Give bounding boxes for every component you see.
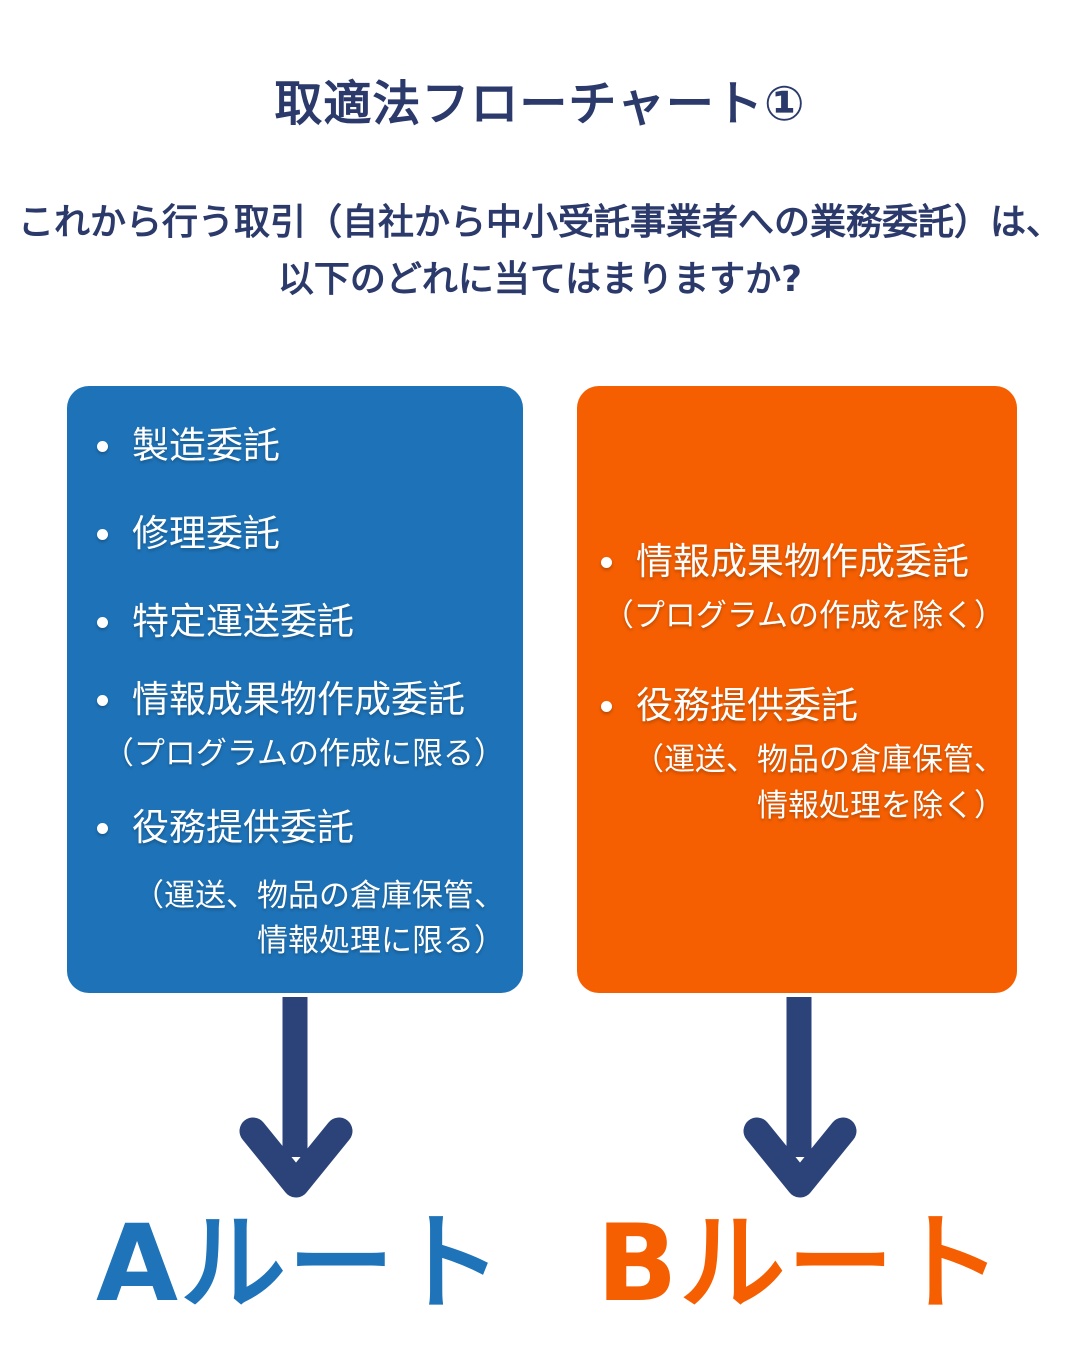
question-line-1: これから行う取引（自社から中小受託事業者への業務委託）は、 bbox=[17, 202, 1062, 243]
list-item: 役務提供委託 bbox=[67, 806, 523, 850]
list-item-note: 情報処理に限る） bbox=[257, 923, 505, 959]
list-item-label: 役務提供委託 bbox=[132, 806, 354, 849]
route-a-label: Aルート bbox=[95, 1202, 505, 1325]
down-arrow-icon bbox=[239, 997, 353, 1198]
bullet-icon bbox=[97, 528, 108, 540]
bullet-icon bbox=[97, 822, 108, 834]
list-item: 特定運送委託 bbox=[67, 600, 523, 644]
bullet-icon bbox=[97, 694, 108, 706]
route-a-box: 製造委託 修理委託 特定運送委託 情報成果物作成委託 （プログラムの作成に限る）… bbox=[67, 386, 523, 993]
list-item-note: （運送、物品の倉庫保管、 bbox=[133, 878, 505, 914]
bullet-icon bbox=[601, 700, 612, 712]
list-item: 情報成果物作成委託 bbox=[67, 678, 523, 722]
list-item-label: 特定運送委託 bbox=[132, 600, 354, 643]
list-item: 役務提供委託 bbox=[577, 684, 1017, 728]
list-item: 修理委託 bbox=[67, 512, 523, 556]
route-b-label: Bルート bbox=[596, 1202, 1004, 1325]
bullet-icon bbox=[97, 440, 108, 452]
route-b-box: 情報成果物作成委託 （プログラムの作成を除く） 役務提供委託 （運送、物品の倉庫… bbox=[577, 386, 1017, 993]
list-item-label: 修理委託 bbox=[132, 512, 280, 555]
list-item-label: 情報成果物作成委託 bbox=[132, 678, 465, 721]
bullet-icon bbox=[601, 556, 612, 568]
list-item-label: 役務提供委託 bbox=[636, 684, 858, 727]
list-item: 製造委託 bbox=[67, 424, 523, 468]
list-item-note: 情報処理を除く） bbox=[757, 788, 1005, 824]
list-item: 情報成果物作成委託 bbox=[577, 540, 1017, 584]
list-item-label: 情報成果物作成委託 bbox=[636, 540, 969, 583]
down-arrow-icon bbox=[743, 997, 857, 1198]
page-title: 取適法フローチャート① bbox=[274, 76, 806, 132]
bullet-icon bbox=[97, 616, 108, 628]
list-item-note: （運送、物品の倉庫保管、 bbox=[633, 742, 1005, 778]
question-line-2: 以下のどれに当てはまりますか? bbox=[277, 259, 803, 300]
list-item-note: （プログラムの作成に限る） bbox=[102, 736, 505, 772]
question-text: これから行う取引（自社から中小受託事業者への業務委託）は、 以下のどれに当てはま… bbox=[0, 194, 1080, 308]
list-item-label: 製造委託 bbox=[132, 424, 280, 467]
list-item-note: （プログラムの作成を除く） bbox=[602, 598, 1005, 634]
